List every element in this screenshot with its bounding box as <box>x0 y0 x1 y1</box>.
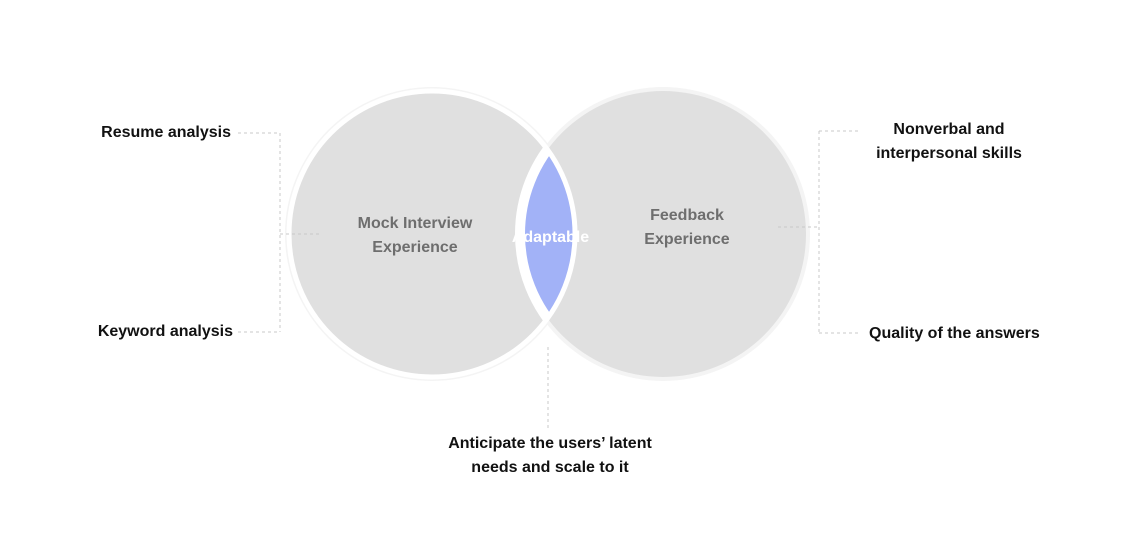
left-label-bottom: Keyword analysis <box>97 323 233 340</box>
left-label-top: Resume analysis <box>101 124 231 141</box>
bottom-label-line1: Anticipate the users’ latent <box>448 435 652 452</box>
bottom-label-line2: needs and scale to it <box>471 459 629 476</box>
right-circle-label-line2: Experience <box>644 231 730 248</box>
right-label-bottom: Quality of the answers <box>869 325 1040 342</box>
bottom-label: Anticipate the users’ latent needs and s… <box>425 432 675 480</box>
left-circle-label-line1: Mock Interview <box>357 215 473 232</box>
left-circle-label-line2: Experience <box>372 239 458 256</box>
right-label-top-line2: interpersonal skills <box>876 145 1022 162</box>
overlap-label: Adaptable <box>511 229 590 246</box>
left-circle <box>289 91 575 377</box>
left-circle-label: Mock Interview Experience <box>334 212 496 260</box>
right-circle-label-line1: Feedback <box>650 207 724 224</box>
right-circle <box>520 91 806 377</box>
right-connector <box>778 130 860 334</box>
left-connector <box>238 132 322 333</box>
right-circle-label: Feedback Experience <box>612 204 762 252</box>
right-label-top: Nonverbal and interpersonal skills <box>859 118 1039 166</box>
right-label-top-line1: Nonverbal and <box>893 121 1005 138</box>
